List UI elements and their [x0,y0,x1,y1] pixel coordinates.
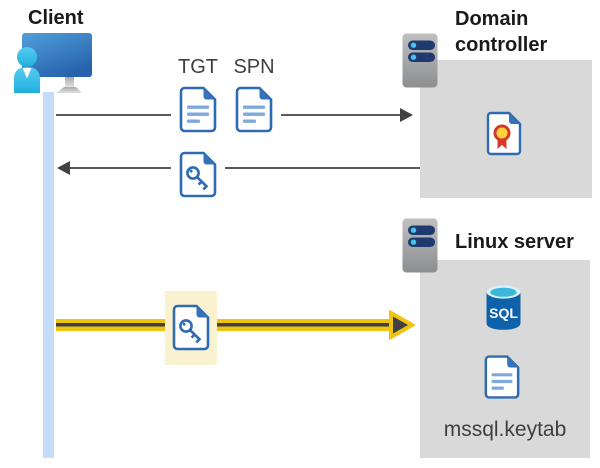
domain-controller-server-icon [402,33,438,88]
key-icon [179,319,202,344]
sql-database-icon: SQL [486,285,521,330]
person-icon [14,47,40,93]
kerberos-arrow-head [389,310,415,340]
sql-badge-text: SQL [489,305,518,321]
client-icon [14,33,92,93]
linux-server-icon [402,218,438,273]
keytab-document-icon [484,355,520,399]
key-ticket-document-icon [179,151,217,198]
keytab-label: mssql.keytab [443,418,567,441]
linux-server-label: Linux server [455,231,574,253]
tgt-label: TGT [178,56,218,78]
request-arrow-head [400,108,413,122]
domain-controller-label: Domain controller [455,8,548,56]
response-arrow-line [68,167,420,169]
monitor-icon [22,33,92,77]
certificate-icon [486,111,522,156]
client-timeline [43,92,54,458]
kerberos-key-document-icon [172,304,210,351]
key-icon [186,166,209,191]
kerberos-arrow-line [56,319,392,331]
spn-label: SPN [233,56,275,78]
client-label: Client [28,7,84,29]
response-arrow-head [57,161,70,175]
spn-document-icon [235,86,273,133]
tgt-document-icon [179,86,217,133]
